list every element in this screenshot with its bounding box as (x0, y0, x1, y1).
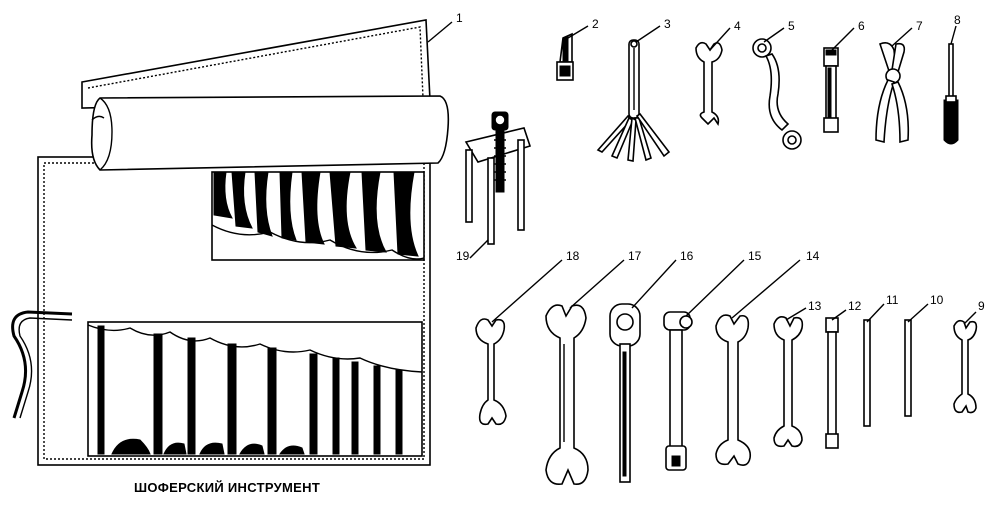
callout-4: 4 (734, 19, 741, 33)
callout-numbers: 1 2 3 4 5 6 7 8 9 10 11 12 13 14 15 16 1… (456, 11, 985, 313)
callout-9: 9 (978, 299, 985, 313)
feeler-gauge (596, 39, 671, 162)
wrench-17 (545, 304, 589, 486)
wrench-13 (773, 316, 804, 448)
callout-12: 12 (848, 299, 862, 313)
lower-pockets (87, 321, 423, 457)
wrench-16 (609, 303, 641, 483)
rod-10 (904, 319, 912, 417)
socket-bit (556, 32, 574, 81)
figure-caption: ШОФЕРСКИЙ ИНСТРУМЕНТ (134, 480, 321, 495)
small-open-wrench (695, 41, 723, 126)
callout-11: 11 (886, 293, 899, 307)
pliers (875, 42, 910, 144)
callout-10: 10 (930, 293, 944, 307)
callout-13: 13 (808, 299, 822, 313)
callout-2: 2 (592, 17, 599, 31)
tool-roll-strap (11, 310, 73, 419)
callout-5: 5 (788, 19, 795, 33)
callout-8: 8 (954, 13, 961, 27)
box-spanner-12 (825, 317, 839, 449)
callout-19: 19 (456, 249, 470, 263)
leader-lines (427, 21, 977, 325)
wrench-15 (663, 311, 693, 471)
upper-pockets (211, 171, 425, 261)
callout-6: 6 (858, 19, 865, 33)
tool-roll (11, 19, 450, 466)
callout-14: 14 (806, 249, 820, 263)
callout-15: 15 (748, 249, 762, 263)
offset-ring-wrench (752, 38, 802, 150)
rod-11 (863, 319, 871, 427)
callout-3: 3 (664, 17, 671, 31)
callout-18: 18 (566, 249, 580, 263)
callout-7: 7 (916, 19, 923, 33)
wrench-9 (953, 319, 978, 414)
screwdriver (943, 43, 959, 145)
callout-1: 1 (456, 11, 463, 25)
puller (464, 111, 532, 245)
box-spanner (823, 47, 839, 133)
wrench-14 (715, 314, 752, 466)
callout-16: 16 (680, 249, 694, 263)
wrench-18 (475, 318, 507, 426)
callout-17: 17 (628, 249, 642, 263)
